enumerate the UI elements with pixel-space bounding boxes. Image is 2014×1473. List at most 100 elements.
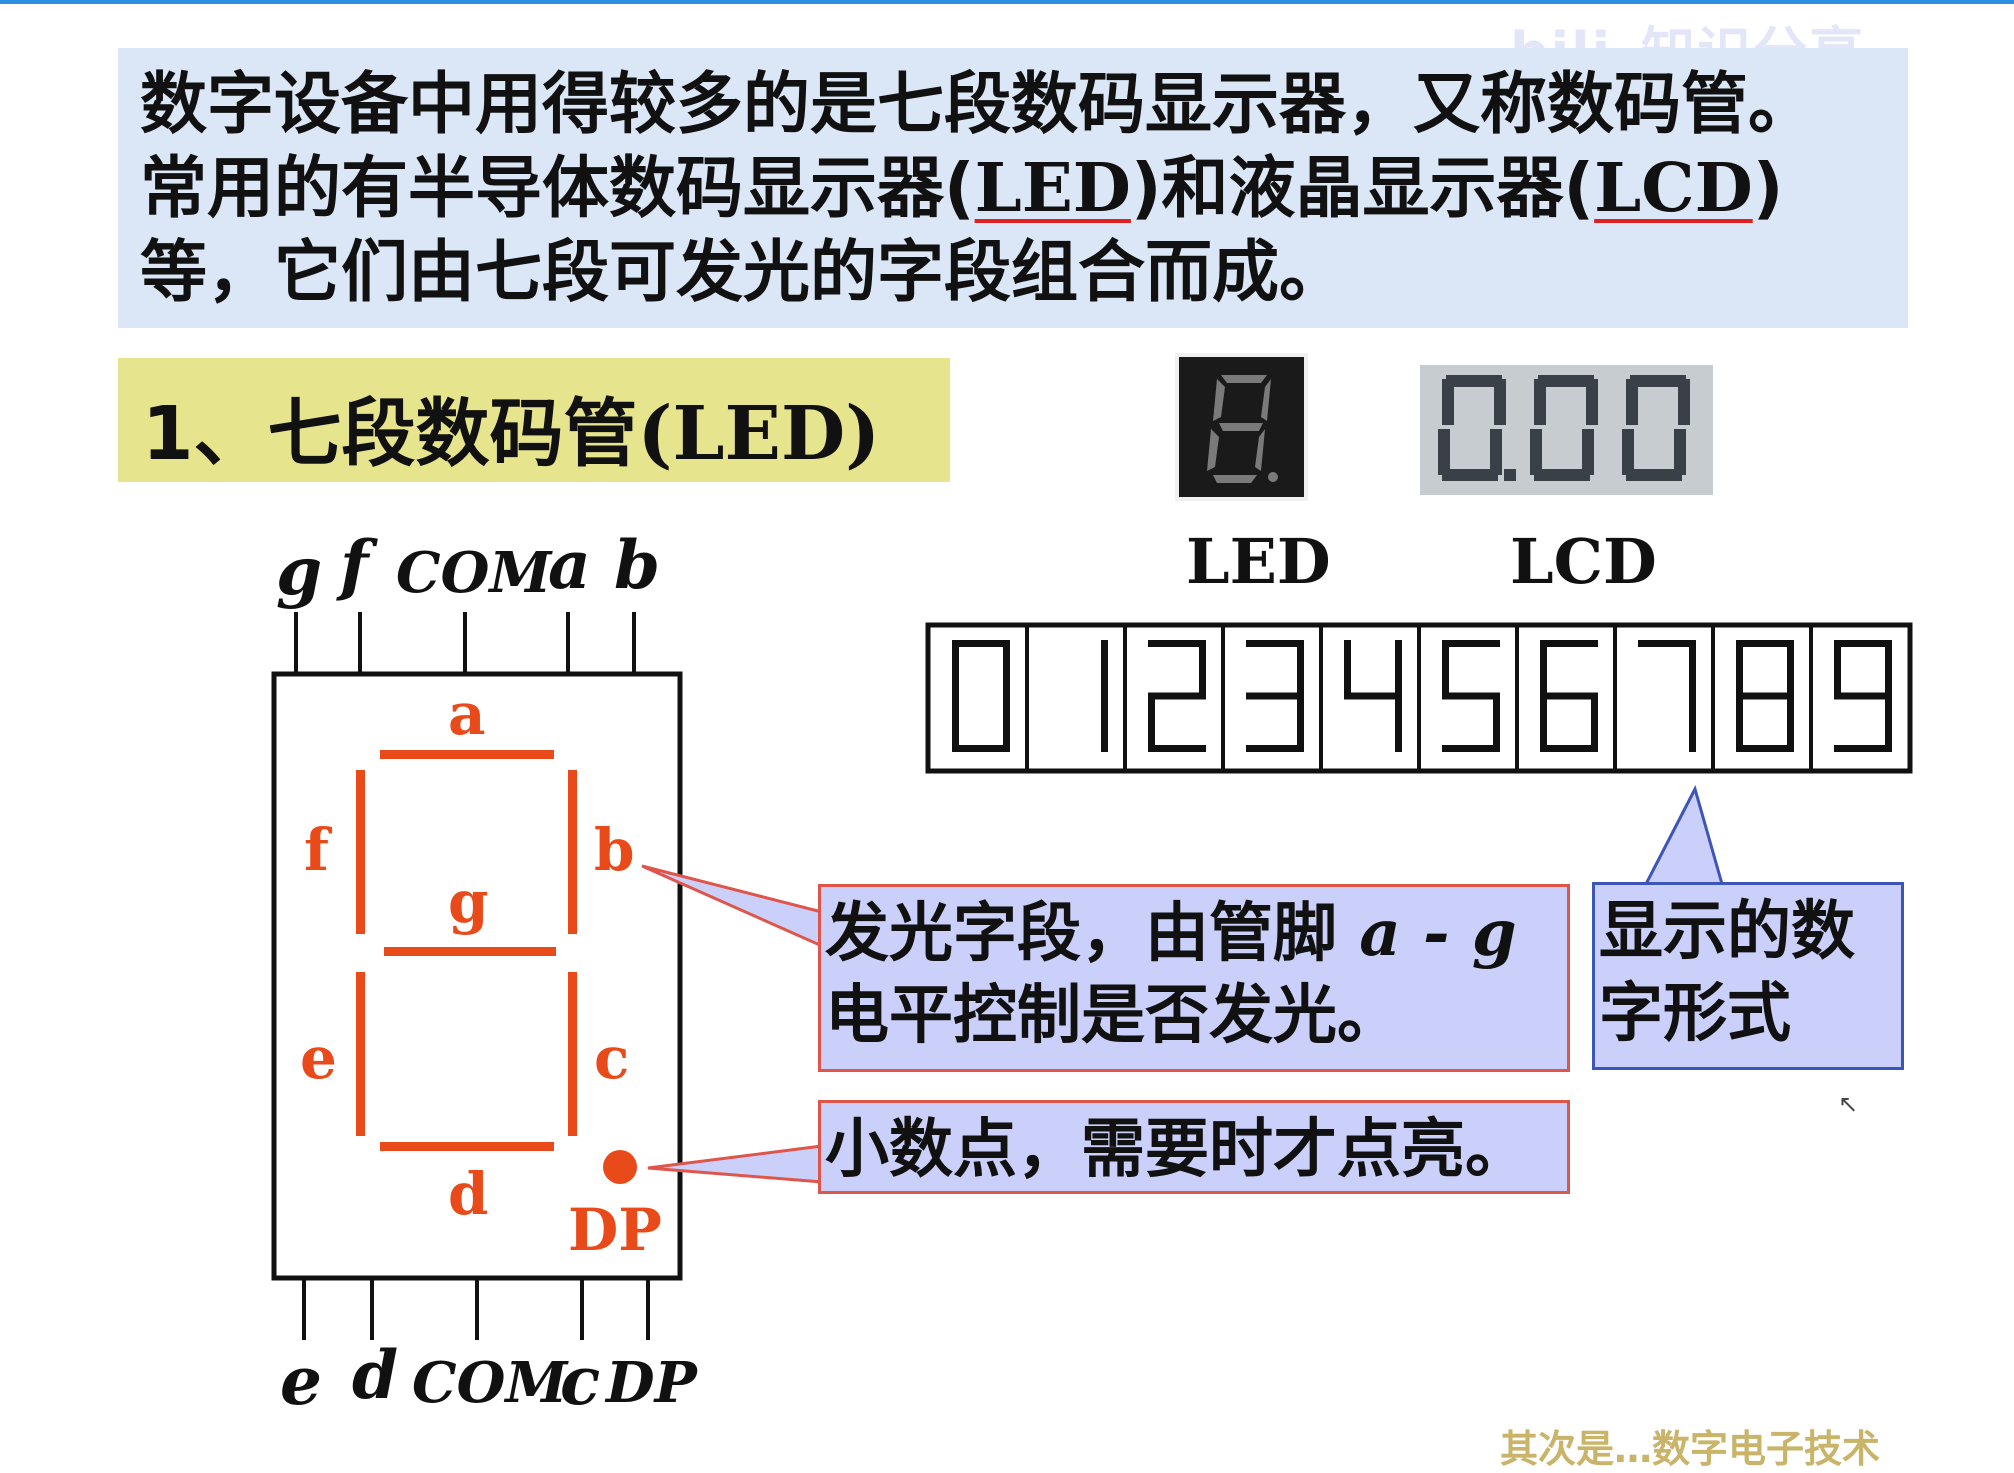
digit-glyph-1 (1101, 640, 1108, 752)
lcd-term: LCD (1594, 148, 1753, 227)
segment-callout-pointer (641, 864, 824, 949)
digit-8-segment-c (1787, 696, 1794, 752)
digit-4-segment-c (1395, 696, 1402, 752)
digit-6-segment-c (1591, 696, 1598, 752)
digit-4-segment-b (1395, 640, 1402, 696)
digit-6-segment-f (1540, 640, 1547, 696)
segment-g (384, 947, 556, 956)
segment-d (380, 1142, 554, 1151)
digit-6-segment-e (1540, 696, 1547, 752)
digit-glyph-8 (1736, 640, 1794, 752)
pin-label-top-5: b (614, 526, 661, 604)
digit-2-segment-g (1148, 692, 1206, 700)
pin-label-top-1: g (276, 532, 323, 610)
digit-9-segment-d (1834, 745, 1892, 752)
digit-8-segment-a (1736, 640, 1794, 647)
lcd-photo-digits (1438, 375, 1690, 481)
pin-label-bottom-5: DP (606, 1350, 697, 1416)
digit-1-segment-c (1101, 696, 1108, 752)
digit-strip-dividers (1025, 625, 1813, 771)
digit-5-segment-d (1442, 745, 1500, 752)
dp-callout-text: 小数点，需要时才点亮。 (825, 1113, 1529, 1187)
digit-7-segment-c (1689, 696, 1696, 752)
digit-3-segment-g (1246, 692, 1304, 700)
segment-b (568, 770, 577, 934)
mouse-cursor-icon: ↖ (1838, 1090, 1859, 1118)
dp-callout-pointer (647, 1144, 824, 1184)
digit-0-segment-a (952, 640, 1010, 647)
top-rule (0, 0, 2014, 4)
digit-9-segment-f (1834, 640, 1841, 696)
digit-0-segment-f (952, 640, 959, 696)
pin-label-top-3: COM (396, 540, 552, 606)
digit-3-segment-b (1297, 640, 1304, 696)
seven-segment-diagram (271, 612, 1913, 1340)
digit-9-segment-g (1834, 692, 1892, 700)
intro-line-2-b: )和液晶显示器( (1130, 149, 1595, 227)
digit-2-segment-a (1148, 640, 1206, 647)
segment-f (356, 770, 365, 934)
pin-label-top-4: a (548, 526, 591, 604)
led-caption: LED (1186, 525, 1331, 598)
digit-3-segment-d (1246, 745, 1304, 752)
digit-0-segment-b (1003, 640, 1010, 696)
segment-label-g: g (448, 868, 489, 936)
digit-4-segment-f (1344, 640, 1351, 696)
segment-label-f: f (304, 816, 329, 884)
segment-label-dp: DP (568, 1196, 662, 1264)
digit-5-segment-c (1493, 696, 1500, 752)
segment-label-b: b (594, 816, 635, 884)
segment-label-d: d (448, 1160, 489, 1228)
digits-callout-text-a: 显示的数 (1599, 895, 1855, 969)
pin-label-bottom-2: d (352, 1336, 399, 1414)
digit-7-segment-a (1638, 640, 1696, 647)
digit-1-segment-b (1101, 640, 1108, 696)
digit-8-segment-g (1736, 692, 1794, 700)
led-photo-digit (1207, 375, 1278, 483)
digit-6-segment-d (1540, 745, 1598, 752)
pin-label-top-2: f (340, 526, 369, 604)
section-heading: 1、七段数码管(LED) (118, 358, 950, 482)
intro-line-1: 数字设备中用得较多的是七段数码显示器，又称数码管。 (140, 65, 1815, 143)
digit-3-segment-a (1246, 640, 1304, 647)
section-heading-paren: (LED) (637, 391, 881, 477)
digit-6-segment-g (1540, 692, 1598, 700)
digit-glyph-0 (952, 640, 1010, 752)
digit-5-segment-g (1442, 692, 1500, 700)
digit-6-segment-a (1540, 640, 1598, 647)
pin-label-bottom-4: c (560, 1342, 601, 1420)
intro-line-2-c: ) (1752, 149, 1784, 227)
digit-2-segment-e (1148, 696, 1155, 752)
segment-callout-text-b: 电平控制是否发光。 (825, 979, 1401, 1053)
digit-glyph-5 (1442, 640, 1500, 752)
led-photo (1175, 353, 1308, 501)
digit-glyph-9 (1834, 640, 1892, 752)
bottom-pins (302, 1278, 650, 1340)
digit-strip-glyphs (952, 640, 1892, 752)
digit-8-segment-d (1736, 745, 1794, 752)
digit-5-segment-a (1442, 640, 1500, 647)
digit-glyph-4 (1344, 640, 1402, 752)
digit-7-segment-b (1689, 640, 1696, 696)
digit-2-segment-d (1148, 745, 1206, 752)
segment-e (356, 972, 365, 1136)
digit-0-segment-d (952, 745, 1010, 752)
intro-line-2: 常用的有半导体数码显示器(LED)和液晶显示器(LCD) (140, 146, 1908, 230)
digit-0-segment-c (1003, 696, 1010, 752)
digit-8-segment-e (1736, 696, 1743, 752)
top-pins (294, 612, 636, 674)
dp-callout: 小数点，需要时才点亮。 (818, 1100, 1570, 1194)
digit-glyph-7 (1638, 640, 1696, 752)
digit-5-segment-f (1442, 640, 1449, 696)
segment-c (568, 972, 577, 1136)
digit-4-segment-g (1344, 692, 1402, 700)
segment-a (380, 750, 554, 759)
digits-callout: 显示的数 字形式 (1592, 882, 1904, 1070)
digit-glyph-3 (1246, 640, 1304, 752)
segment-label-c: c (594, 1024, 630, 1092)
pin-label-bottom-3: COM (412, 1350, 568, 1416)
digit-2-segment-b (1199, 640, 1206, 696)
section-heading-text: 1、七段数码管 (142, 391, 638, 477)
lcd-caption: LCD (1510, 525, 1657, 598)
digit-0-segment-e (952, 696, 959, 752)
